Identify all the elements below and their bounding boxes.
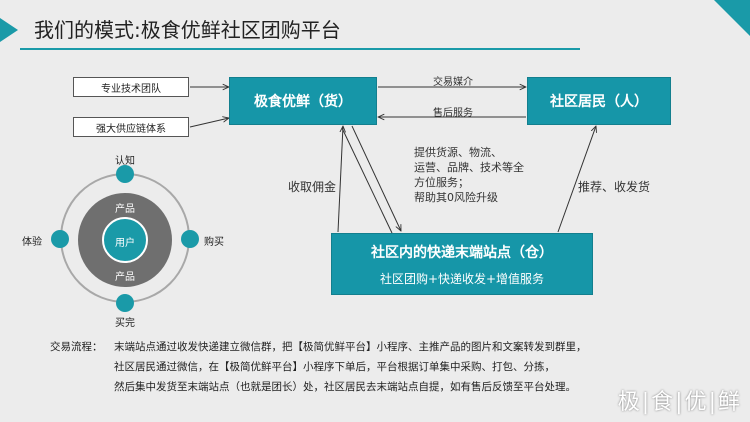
trade-media-label: 交易媒介 (433, 77, 473, 88)
corner-decoration (714, 0, 750, 36)
recommend-label: 推荐、收发货 (578, 180, 651, 194)
title-underline (20, 48, 580, 50)
finish-dot (116, 294, 134, 312)
after-sales-label: 售后服务 (433, 108, 473, 119)
buy-label: 购买 (204, 237, 224, 248)
finish-label: 买完 (115, 318, 135, 329)
tech-team-box: 专业技术团队 (73, 77, 189, 97)
services-line: 帮助其0风险升级 (414, 191, 498, 204)
arrow-commission-line (341, 127, 393, 234)
station-subtitle: 社区团购+快递收发+增值服务 (379, 271, 545, 286)
page-title: 我们的模式:极食优鲜社区团购平台 (34, 18, 341, 42)
supply-chain-label: 强大供应链体系 (96, 123, 166, 135)
platform-node: 极食优鲜（货） (229, 77, 377, 125)
residents-label: 社区居民（人） (550, 94, 648, 110)
arrow-commission-up (337, 126, 343, 233)
brand-logo: 极|食|优|鲜 (617, 390, 742, 415)
user-core (102, 217, 148, 263)
station-node: 社区内的快递末端站点（仓） 社区团购+快递收发+增值服务 (331, 233, 593, 295)
product-top-label: 产品 (115, 204, 135, 215)
services-text: 提供货源、物流、 运营、品牌、技术等全 方位服务； 帮助其0风险升级 (414, 145, 524, 205)
arrow-station-to-residents (557, 126, 596, 233)
title-bar: 我们的模式:极食优鲜社区团购平台 (0, 12, 750, 50)
arrow-services-down (351, 125, 401, 231)
product-bottom-label: 产品 (115, 272, 135, 283)
tech-team-label: 专业技术团队 (101, 83, 161, 95)
services-line: 提供货源、物流、 (414, 146, 502, 159)
arrow-supply-to-platform (189, 118, 229, 128)
residents-node: 社区居民（人） (527, 77, 671, 125)
awareness-dot (116, 165, 134, 183)
trade-flow-line: 末端站点通过收发快递建立微信群，把【极简优鲜平台】小程序、主推产品的图片和文案转… (114, 341, 587, 353)
commission-label: 收取佣金 (288, 180, 337, 194)
awareness-label: 认知 (115, 156, 135, 167)
trade-flow-line: 然后集中发货至末端站点（也就是团长）处，社区居民去末端站点自提，如有售后反馈至平… (114, 381, 576, 393)
trade-flow-key: 交易流程： (50, 341, 103, 353)
services-line: 运营、品牌、技术等全 (414, 161, 524, 174)
trade-flow: 交易流程： 末端站点通过收发快递建立微信群，把【极简优鲜平台】小程序、主推产品的图… (50, 337, 587, 397)
experience-dot (51, 230, 69, 248)
supply-chain-box: 强大供应链体系 (73, 117, 189, 137)
experience-label: 体验 (22, 237, 42, 248)
buy-dot (181, 230, 199, 248)
trade-flow-line: 社区居民通过微信，在【极简优鲜平台】小程序下单后，平台根据订单集中采购、打包、分… (114, 361, 555, 373)
station-label: 社区内的快递末端站点（仓） (371, 244, 553, 261)
user-label: 用户 (115, 238, 135, 249)
platform-label: 极食优鲜（货） (254, 94, 352, 110)
services-line: 方位服务； (414, 176, 469, 189)
title-marker-icon (0, 18, 18, 42)
